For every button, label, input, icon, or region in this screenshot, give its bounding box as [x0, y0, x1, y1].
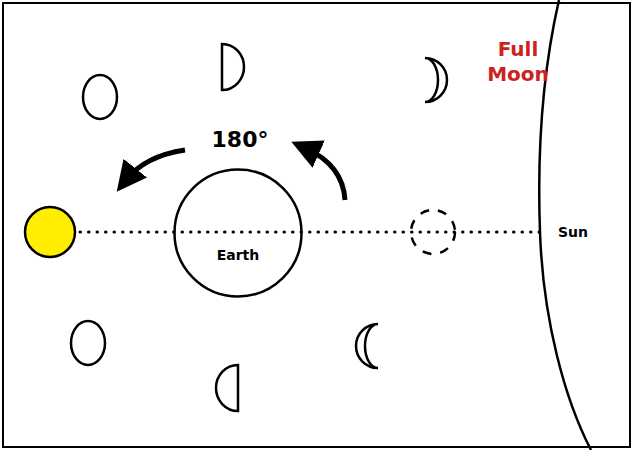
node-text: Earth	[217, 247, 260, 263]
crescent-moon	[356, 324, 378, 368]
rotation-arrow	[126, 150, 185, 180]
half-moon	[216, 365, 238, 411]
moon-figure	[25, 207, 75, 257]
crescent-moon	[425, 58, 447, 102]
frame	[3, 3, 630, 447]
half-moon	[222, 44, 244, 90]
gibbous-moon	[83, 75, 117, 119]
angle-label: 180°	[195, 126, 285, 154]
sun-line	[80, 231, 545, 234]
node-text: Sun	[558, 224, 588, 240]
earth-circle-shape	[175, 170, 302, 297]
phase-label: Full Moon	[478, 37, 558, 87]
sun-region: Sun	[535, 0, 634, 450]
earth-circle: Earth	[173, 168, 303, 298]
earth-circle-outline	[173, 168, 303, 298]
new-moon	[411, 210, 455, 254]
rotation-arrow	[305, 148, 345, 200]
gibbous-moon	[71, 321, 105, 365]
